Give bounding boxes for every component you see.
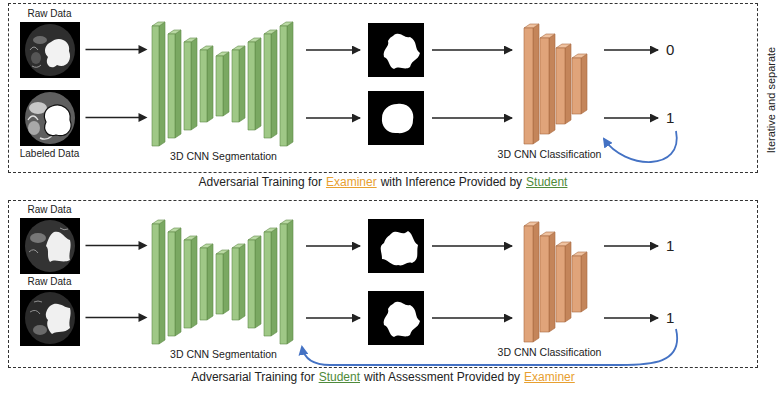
caption-text: Adversarial Training for xyxy=(191,370,314,385)
flow-arrow xyxy=(604,245,658,246)
flow-arrow xyxy=(432,49,512,50)
flow-arrow xyxy=(432,117,512,118)
connector-arrow xyxy=(86,313,148,322)
segmentation-network xyxy=(152,22,293,146)
panel-caption: Adversarial Training for Student with Asse… xyxy=(9,370,757,385)
image-box: Raw Data xyxy=(20,218,80,274)
flow-arrow xyxy=(306,317,360,318)
image-label: Raw Data xyxy=(28,8,72,20)
output-value: 1 xyxy=(666,109,674,127)
arrow-head xyxy=(139,45,148,54)
output-value: 1 xyxy=(666,309,674,327)
feedback-arrows xyxy=(302,131,677,365)
flow-arrow xyxy=(604,117,658,118)
network-label: 3D CNN Segmentation xyxy=(170,348,277,361)
training-panel: Adversarial Training forStudentwith Asse… xyxy=(8,200,758,368)
arrow-head xyxy=(139,241,148,250)
output-value: 1 xyxy=(666,237,674,255)
connector-arrow xyxy=(86,113,148,122)
flow-arrow xyxy=(306,245,360,246)
mri-scan xyxy=(20,290,80,346)
image-label: Labeled Data xyxy=(20,148,80,160)
connector-arrow xyxy=(86,45,148,54)
connector-line xyxy=(86,245,140,246)
flow-arrow xyxy=(432,317,512,318)
network-box: 3D CNN Classification xyxy=(522,220,594,344)
segmentation-network xyxy=(152,220,293,344)
network-label: 3D CNN Classification xyxy=(498,148,602,161)
segmentation-mask xyxy=(368,291,424,345)
caption-text: Examiner xyxy=(524,370,575,385)
image-box: Raw Data xyxy=(20,22,80,78)
mri-scan xyxy=(20,22,80,78)
caption-text: with Assessment Provided by xyxy=(364,370,520,385)
image-label: Raw Data xyxy=(28,276,72,288)
classification-network xyxy=(524,222,587,342)
feedback-arrow xyxy=(302,329,677,365)
connector-arrow xyxy=(86,241,148,250)
caption-text: Examiner xyxy=(326,175,377,190)
caption-text: Student xyxy=(319,370,360,385)
flow-arrow xyxy=(432,245,512,246)
network-label: 3D CNN Classification xyxy=(498,346,602,359)
network-box: 3D CNN Segmentation xyxy=(150,218,298,346)
flow-arrow xyxy=(306,49,360,50)
feedback-arrow xyxy=(604,131,677,162)
panel-caption: Adversarial Training for Examiner with Inf… xyxy=(9,175,757,190)
network-box: 3D CNN Classification xyxy=(522,22,594,146)
flow-arrow xyxy=(306,117,360,118)
side-note: Iterative and separate xyxy=(765,47,778,153)
caption-text: with Inference Provided by xyxy=(381,175,522,190)
network-box: 3D CNN Segmentation xyxy=(150,20,298,148)
mri-scan xyxy=(20,90,80,146)
flow-arrows xyxy=(306,50,658,318)
segmentation-mask xyxy=(368,91,424,145)
training-panel: Adversarial Training forExaminerwith Inf… xyxy=(8,3,758,173)
flow-arrow xyxy=(604,49,658,50)
connector-line xyxy=(86,317,140,318)
connector-line xyxy=(86,49,140,50)
mri-scan xyxy=(20,218,80,274)
arrow-head xyxy=(139,113,148,122)
arrow-head xyxy=(139,313,148,322)
classification-network xyxy=(524,24,587,144)
image-box: Raw Data xyxy=(20,290,80,346)
segmentation-mask xyxy=(368,23,424,77)
image-box: Labeled Data xyxy=(20,90,80,146)
caption-text: Adversarial Training for xyxy=(199,175,322,190)
caption-text: Student xyxy=(526,175,567,190)
segmentation-mask xyxy=(368,219,424,273)
output-value: 0 xyxy=(666,41,674,59)
network-label: 3D CNN Segmentation xyxy=(170,150,277,163)
flow-arrow xyxy=(604,317,658,318)
image-label: Raw Data xyxy=(28,204,72,216)
connector-line xyxy=(86,117,140,118)
